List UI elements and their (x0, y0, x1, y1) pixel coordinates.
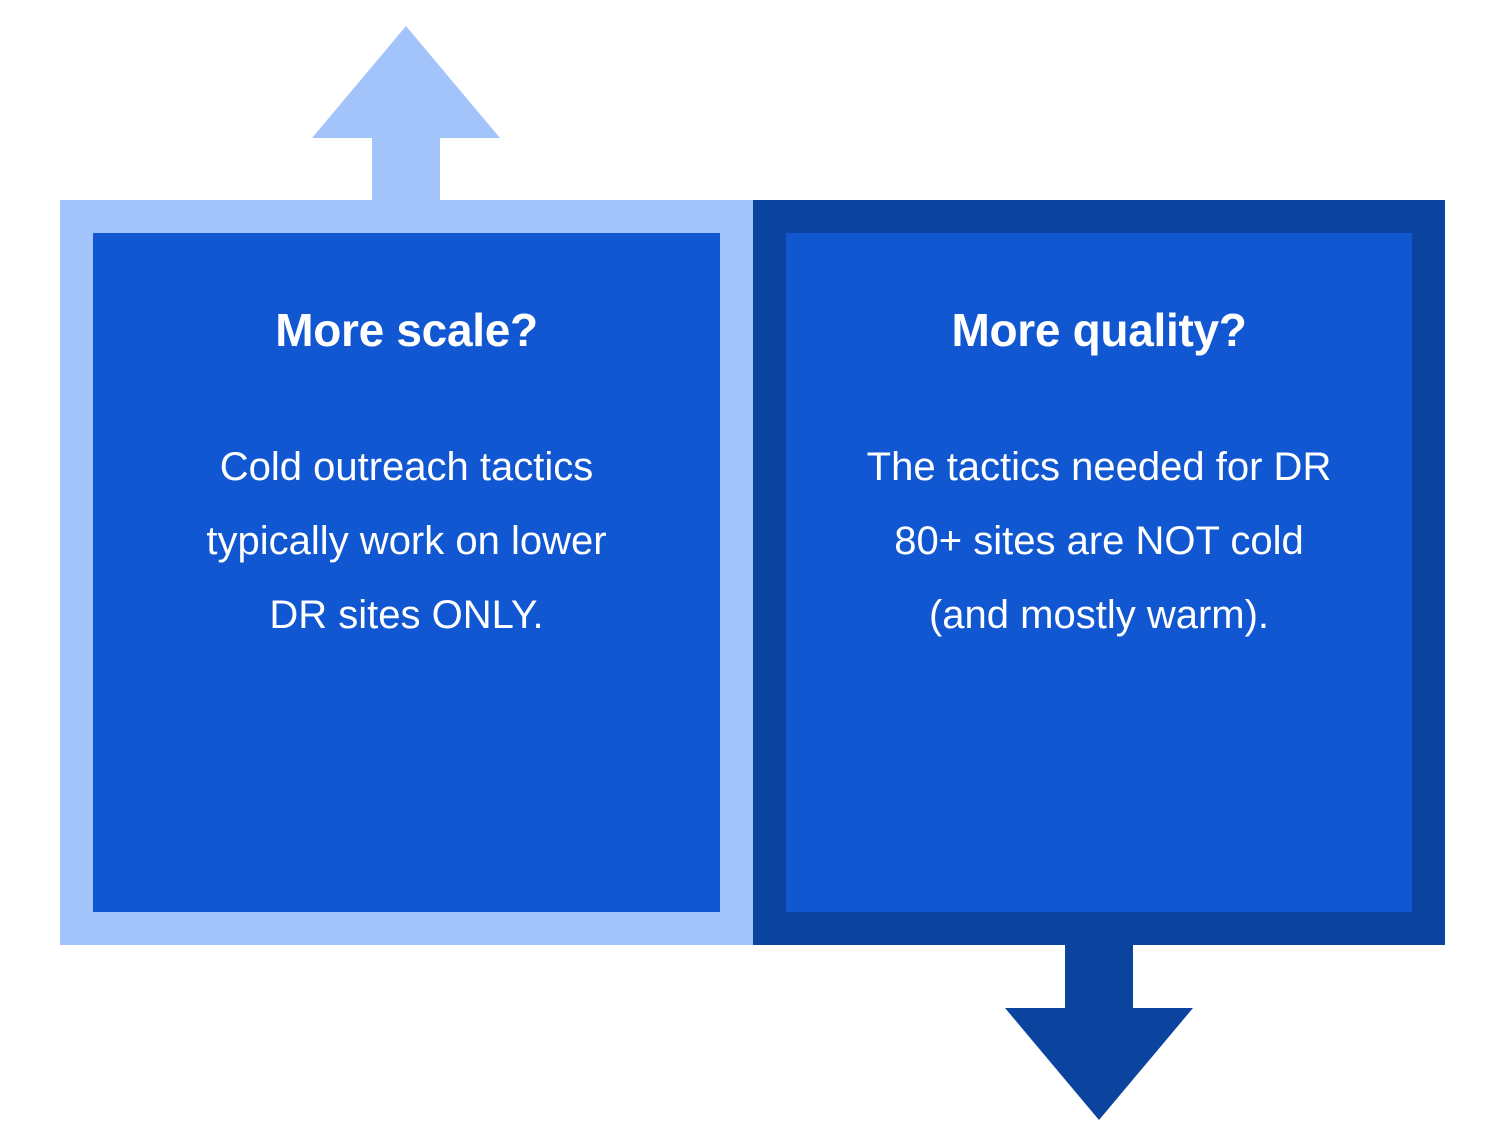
panel-scale-inner: More scale? Cold outreach tactics typica… (93, 233, 720, 912)
panel-quality-inner: More quality? The tactics needed for DR … (786, 233, 1412, 912)
down-arrow-icon (1005, 930, 1193, 1120)
panel-quality-heading: More quality? (951, 304, 1247, 356)
up-arrow-icon (312, 26, 500, 216)
panel-quality-body: The tactics needed for DR 80+ sites are … (866, 444, 1332, 637)
panel-scale-body: Cold outreach tactics typically work on … (206, 444, 607, 637)
panel-scale-heading: More scale? (275, 304, 538, 356)
panel-scale: More scale? Cold outreach tactics typica… (60, 200, 753, 945)
panel-group: More scale? Cold outreach tactics typica… (60, 200, 1445, 945)
panel-quality: More quality? The tactics needed for DR … (753, 200, 1445, 945)
